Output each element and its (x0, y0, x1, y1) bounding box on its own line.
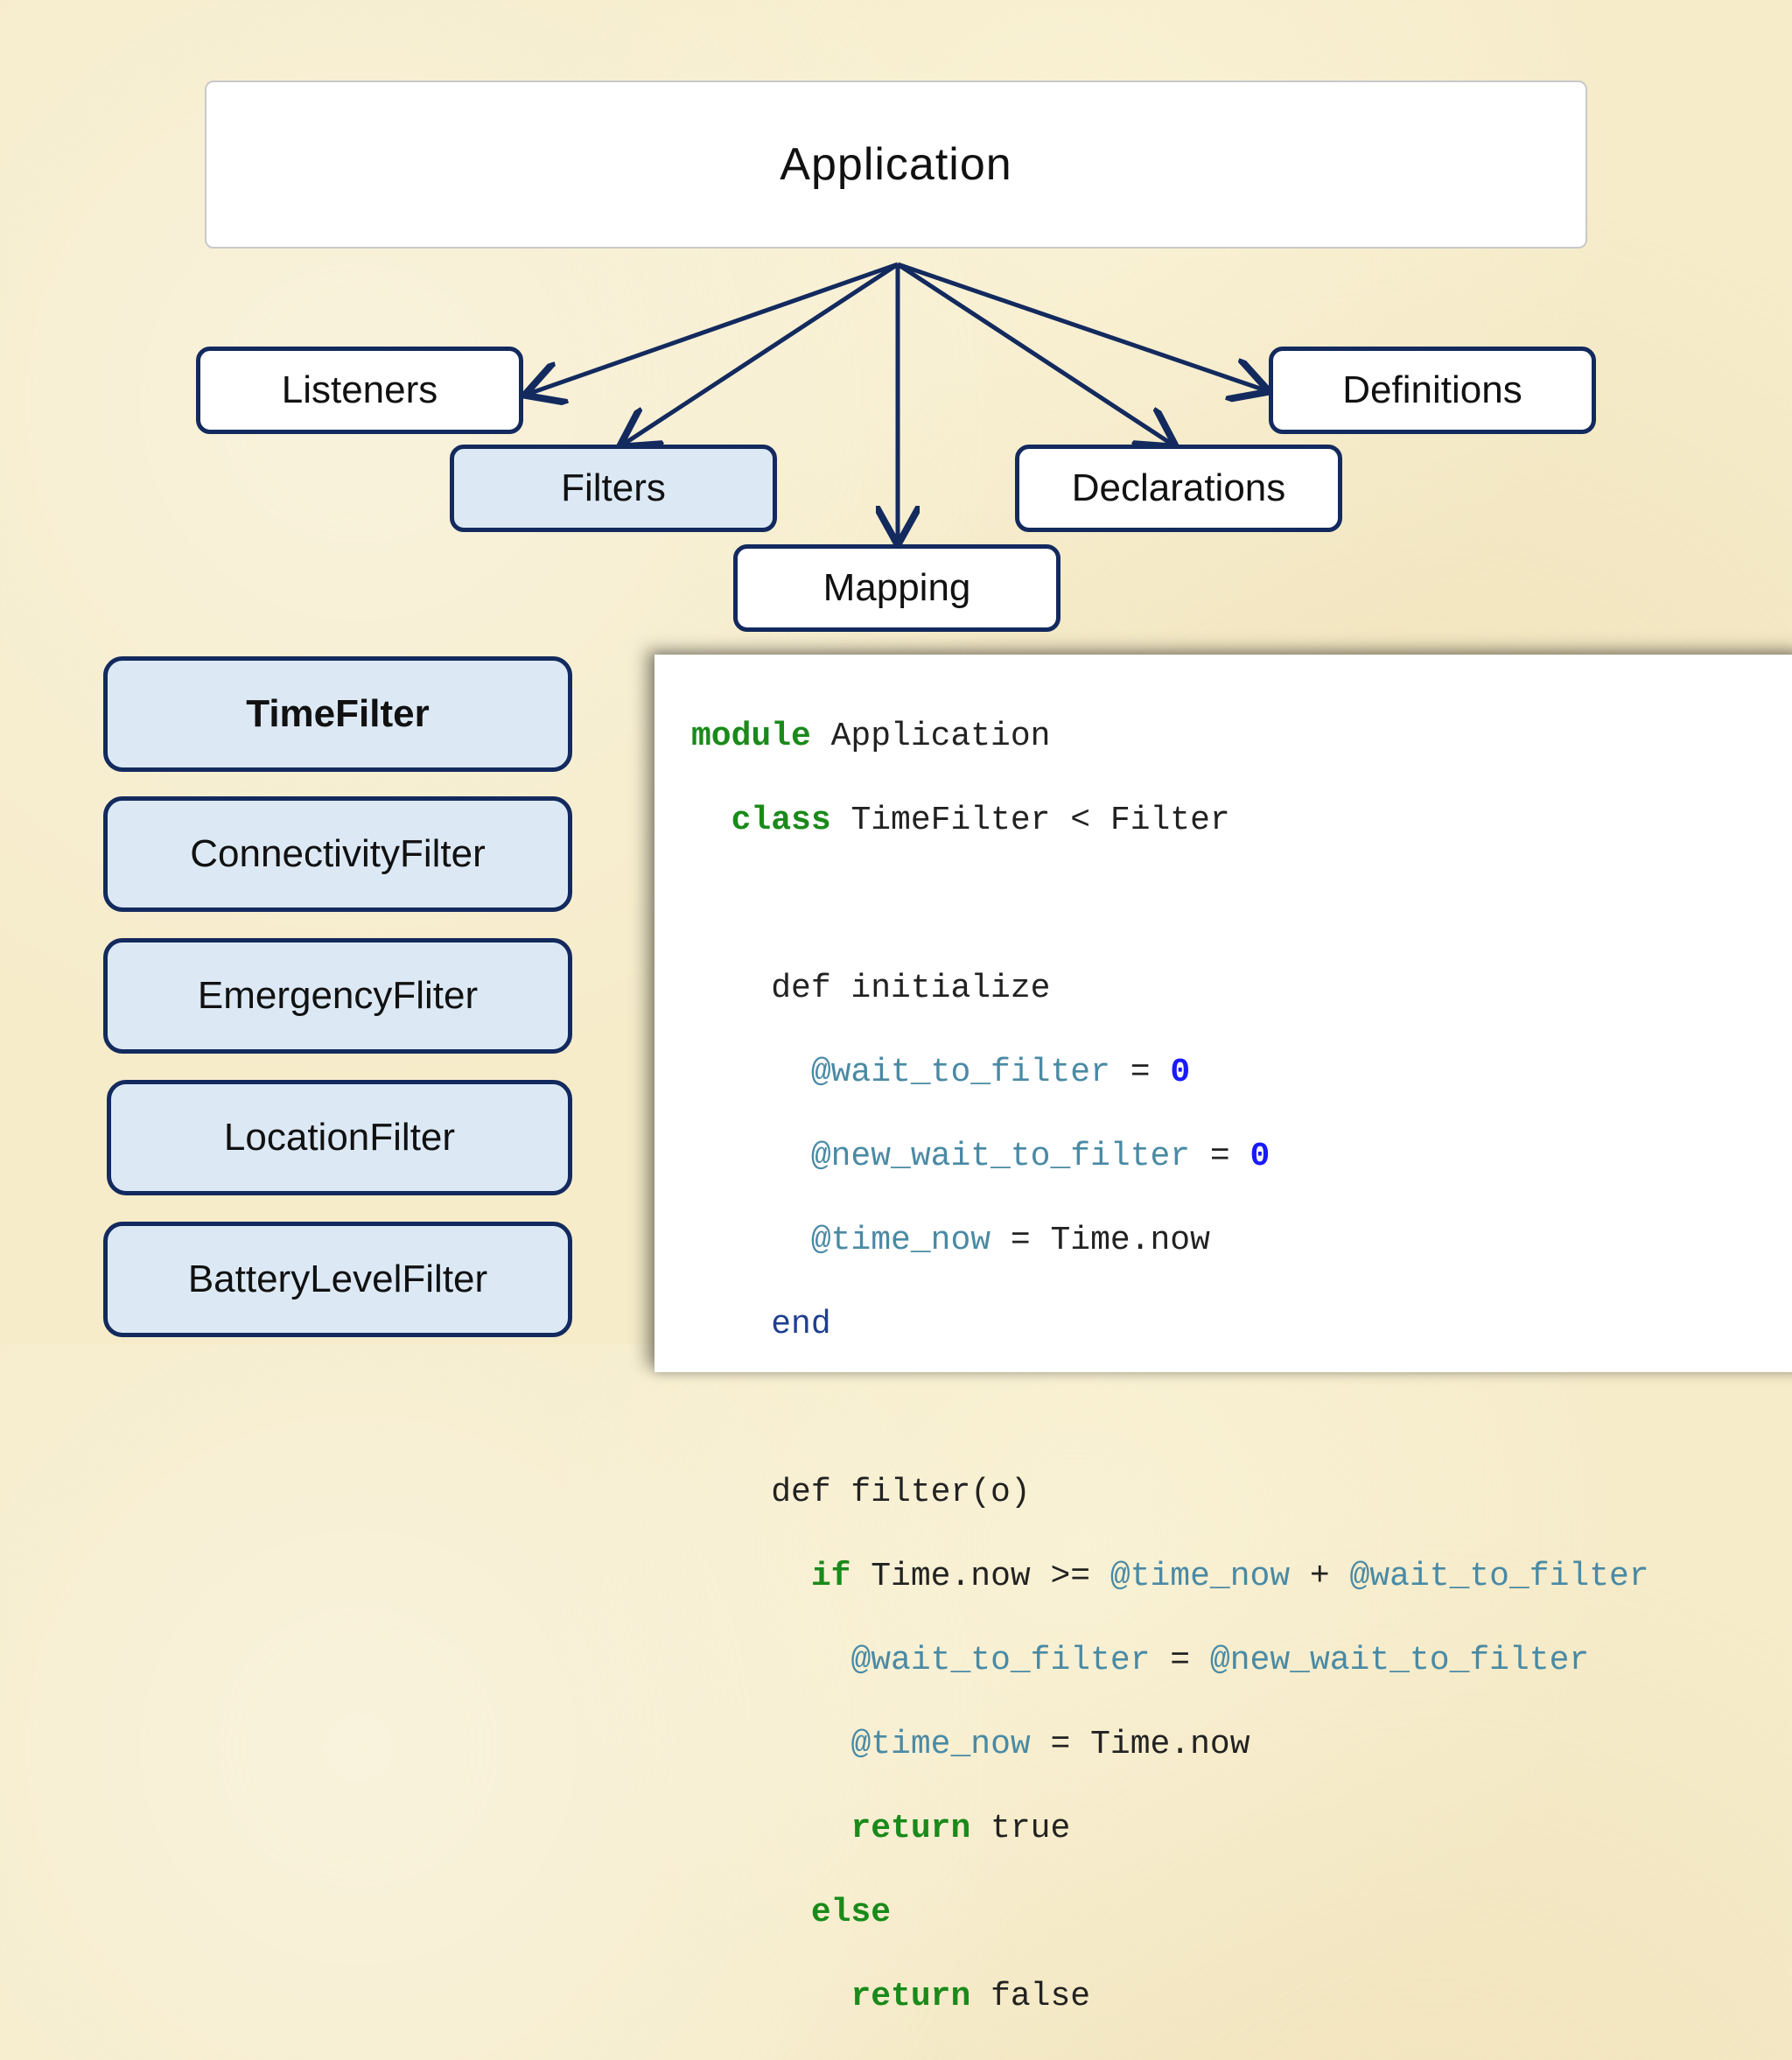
code-line-7: @time_now = Time.now (691, 1220, 1792, 1262)
code-line-13: @time_now = Time.now (691, 1724, 1792, 1766)
code-keyword: if (810, 1558, 851, 1595)
filters-label: Filters (561, 466, 666, 509)
code-line-6: @new_wait_to_filter = 0 (691, 1136, 1792, 1178)
code-text: Application (810, 718, 1051, 755)
code-text: = (1110, 1054, 1171, 1091)
connectivityfilter-label: ConnectivityFilter (190, 832, 486, 875)
locationfilter-label: LocationFilter (223, 1116, 456, 1159)
listeners-label: Listeners (281, 368, 438, 411)
code-text: = Time.now (990, 1222, 1210, 1259)
code-variable: @time_now (810, 1222, 991, 1259)
code-text: = (1150, 1642, 1210, 1679)
code-text: Time.now >= (850, 1558, 1110, 1595)
batterylevelfilter-box: BatteryLevelFilter (103, 1222, 572, 1337)
definitions-node: Definitions (1269, 347, 1596, 434)
code-variable: @new_wait_to_filter (810, 1138, 1191, 1175)
emergencyfilter-box: EmergencyFliter (103, 938, 572, 1054)
code-variable: @new_wait_to_filter (1209, 1642, 1590, 1679)
code-number: 0 (1170, 1054, 1191, 1091)
locationfilter-box: LocationFilter (107, 1080, 572, 1195)
code-line-16: return false (691, 1976, 1792, 2018)
code-text: TimeFilter < Filter (830, 802, 1230, 839)
declarations-node: Declarations (1015, 445, 1342, 532)
code-keyword: module (691, 718, 811, 755)
connectivityfilter-box: ConnectivityFilter (103, 796, 572, 912)
code-variable: @wait_to_filter (1349, 1558, 1649, 1595)
code-line-blank (691, 884, 1792, 926)
code-keyword: return (850, 1810, 971, 1847)
code-line-5: @wait_to_filter = 0 (691, 1052, 1792, 1094)
code-number: 0 (1250, 1138, 1270, 1175)
arrow-to-declarations (896, 262, 1172, 445)
code-text: false (970, 1978, 1091, 2015)
definitions-label: Definitions (1342, 368, 1522, 411)
mapping-node: Mapping (733, 544, 1060, 632)
code-variable: @wait_to_filter (810, 1054, 1110, 1091)
declarations-label: Declarations (1071, 466, 1286, 509)
code-variable: @wait_to_filter (850, 1642, 1151, 1679)
code-variable: @time_now (850, 1726, 1031, 1763)
code-text: = Time.now (1030, 1726, 1250, 1763)
code-text: end (771, 1306, 831, 1343)
code-keyword: class (731, 802, 831, 839)
code-text: def initialize (771, 970, 1051, 1007)
code-line-12: @wait_to_filter = @new_wait_to_filter (691, 1640, 1792, 1682)
code-panel: module Application class TimeFilter < Fi… (654, 655, 1792, 2015)
arrow-to-filters (623, 262, 900, 445)
code-line-14: return true (691, 1808, 1792, 1850)
timefilter-label: TimeFilter (246, 692, 430, 735)
timefilter-box: TimeFilter (103, 656, 572, 772)
mapping-label: Mapping (822, 566, 971, 609)
arrow-to-listeners (528, 262, 899, 394)
code-line-11: if Time.now >= @time_now + @wait_to_filt… (691, 1556, 1792, 1598)
code-text: true (970, 1810, 1071, 1847)
listeners-node: Listeners (196, 347, 523, 434)
code-variable: @time_now (1110, 1558, 1291, 1595)
application-label: Application (780, 139, 1012, 190)
code-keyword: return (850, 1978, 971, 2015)
arrow-to-definitions (897, 262, 1265, 390)
code-text: + (1290, 1558, 1350, 1595)
code-line-8: end (691, 1304, 1792, 1346)
code-keyword: else (810, 1894, 892, 1931)
code-line-1: module Application (691, 716, 1792, 758)
code-text: = (1190, 1138, 1250, 1175)
code-text: def filter(o) (771, 1474, 1031, 1511)
code-line-2: class TimeFilter < Filter (691, 800, 1792, 842)
emergencyfilter-label: EmergencyFliter (197, 974, 479, 1017)
filters-node: Filters (450, 445, 777, 532)
code-line-blank (691, 1388, 1792, 1430)
code-line-15: else (691, 1892, 1792, 1934)
batterylevelfilter-label: BatteryLevelFilter (187, 1258, 488, 1300)
code-line-10: def filter(o) (691, 1472, 1792, 1514)
code-line-4: def initialize (691, 968, 1792, 1010)
application-node: Application (205, 81, 1587, 249)
